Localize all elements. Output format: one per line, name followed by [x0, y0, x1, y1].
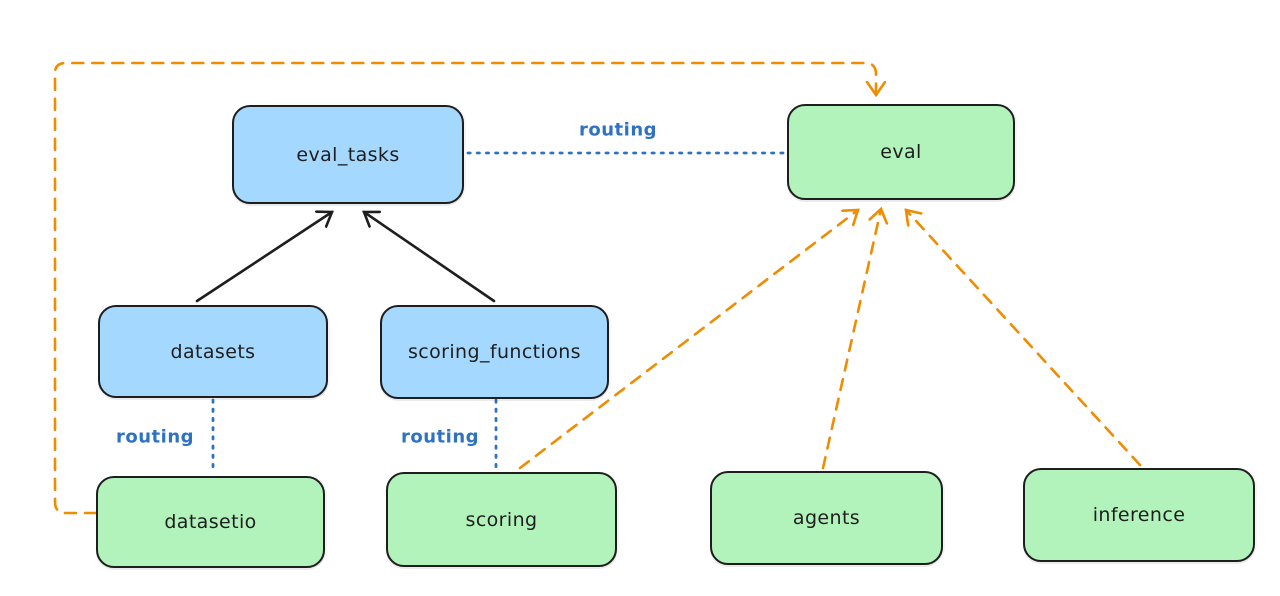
node-scoring: scoring [386, 472, 617, 567]
edge-agents-to-eval-dashed-arrow [821, 209, 881, 470]
node-agents-label: agents [792, 507, 861, 529]
node-datasetio: datasetio [96, 476, 325, 568]
edge-datasets-to-eval-tasks-arrow [195, 212, 332, 303]
routing-label-scoring-functions-scoring: routing [400, 426, 480, 448]
edge-scoring-to-eval-dashed-arrow [518, 210, 858, 470]
edge-inference-to-eval-dashed-arrow [906, 210, 1142, 467]
node-eval-tasks-label: eval_tasks [296, 143, 400, 166]
node-agents: agents [710, 471, 943, 565]
edge-scoring-functions-to-eval-tasks-arrow [364, 212, 496, 303]
routing-label-eval-tasks-eval: routing [578, 119, 658, 141]
node-eval-label: eval [880, 141, 922, 163]
node-scoring-functions-label: scoring_functions [408, 341, 581, 363]
node-scoring-functions: scoring_functions [380, 305, 609, 399]
edge-datasetio-to-eval-dashed-arrow [53, 61, 876, 515]
node-datasets-label: datasets [170, 340, 256, 363]
routing-label-datasets-datasetio: routing [115, 426, 195, 448]
node-eval: eval [787, 104, 1015, 200]
node-datasetio-label: datasetio [164, 511, 257, 533]
node-eval-tasks: eval_tasks [232, 105, 464, 204]
node-inference-label: inference [1092, 504, 1186, 526]
node-inference: inference [1023, 468, 1255, 562]
node-datasets: datasets [98, 305, 328, 398]
node-scoring-label: scoring [465, 508, 538, 531]
